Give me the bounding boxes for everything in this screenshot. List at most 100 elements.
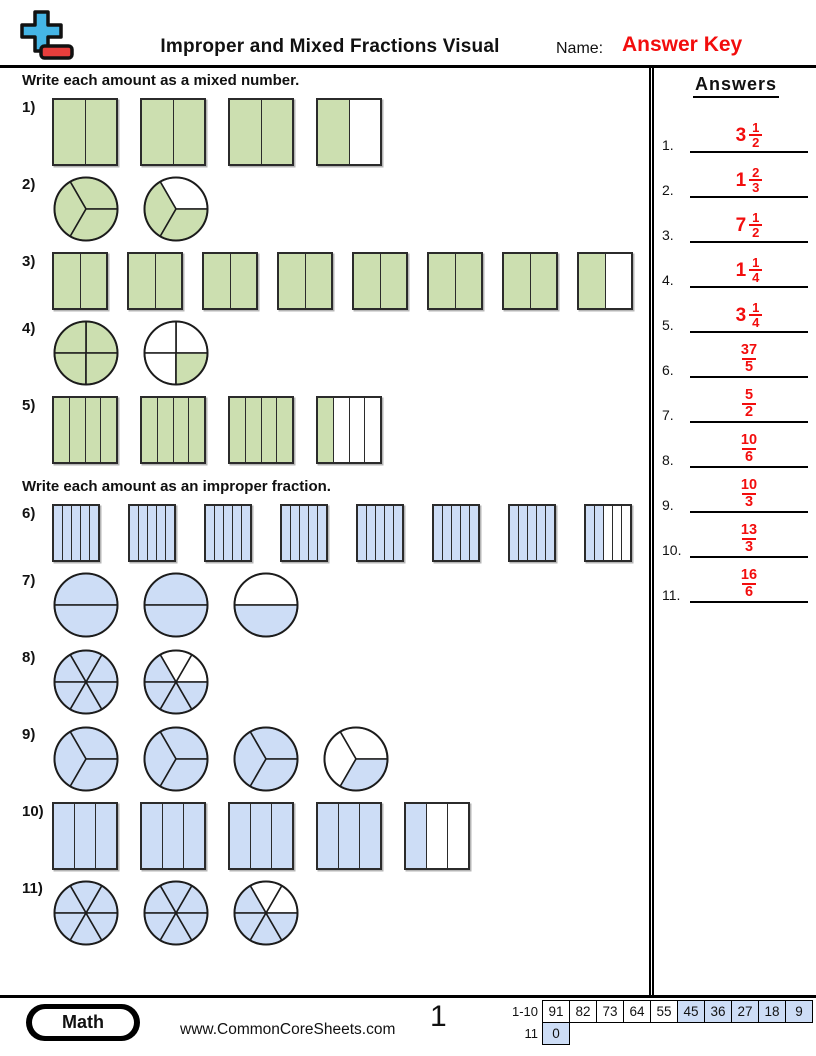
fraction-circle bbox=[53, 572, 119, 638]
fraction-square bbox=[52, 98, 118, 166]
score-cell: 9 bbox=[785, 1000, 813, 1023]
fraction-square bbox=[432, 504, 480, 562]
fraction-square bbox=[584, 504, 632, 562]
fraction-square bbox=[204, 504, 252, 562]
fraction-part bbox=[277, 398, 292, 462]
fraction-numerator: 1 bbox=[752, 209, 760, 225]
answer-number: 7. bbox=[662, 407, 674, 423]
answer-number: 11. bbox=[662, 587, 681, 603]
answer-number: 2. bbox=[662, 182, 674, 198]
question-label: 1) bbox=[22, 99, 36, 116]
fraction-part bbox=[406, 804, 427, 868]
fraction-part bbox=[96, 804, 116, 868]
fraction-circle bbox=[143, 726, 209, 792]
fraction-part bbox=[519, 506, 528, 560]
question-label: 9) bbox=[22, 726, 36, 743]
answer-number: 3. bbox=[662, 227, 674, 243]
fraction-part bbox=[230, 398, 246, 462]
shapes-row bbox=[52, 802, 470, 870]
shapes-row bbox=[52, 396, 382, 464]
fraction-part bbox=[385, 506, 394, 560]
shapes-row bbox=[52, 725, 390, 793]
fraction-circle bbox=[143, 320, 209, 386]
fraction-part bbox=[206, 506, 215, 560]
question-row: 8) bbox=[22, 648, 643, 716]
fraction-square bbox=[127, 252, 183, 310]
fraction-part bbox=[510, 506, 519, 560]
question-row: 1) bbox=[22, 98, 643, 166]
fraction-square bbox=[228, 98, 294, 166]
fraction-denominator: 5 bbox=[741, 357, 757, 375]
score-cell: 18 bbox=[758, 1000, 786, 1023]
fraction-part bbox=[142, 398, 158, 462]
fraction-part bbox=[142, 100, 174, 164]
circle-outline bbox=[323, 726, 389, 792]
fraction-part bbox=[604, 506, 613, 560]
plus-minus-icon bbox=[20, 10, 74, 60]
fraction-part bbox=[85, 100, 116, 164]
circle-outline bbox=[143, 176, 209, 242]
name-label: Name: bbox=[556, 40, 604, 57]
fraction-square bbox=[316, 98, 382, 166]
fraction-circle bbox=[143, 572, 209, 638]
fraction-part bbox=[204, 254, 231, 308]
shapes-row bbox=[52, 504, 632, 562]
fraction-sector bbox=[233, 604, 299, 638]
fraction-part bbox=[394, 506, 402, 560]
shapes-row bbox=[52, 571, 300, 639]
circle-outline bbox=[233, 726, 299, 792]
score-cell: 82 bbox=[569, 1000, 597, 1023]
score-cell: 55 bbox=[650, 1000, 678, 1023]
fraction-part bbox=[157, 506, 166, 560]
circle-outline bbox=[233, 880, 299, 946]
page-number: 1 bbox=[430, 1000, 447, 1033]
fraction-part bbox=[429, 254, 456, 308]
fraction-part bbox=[360, 804, 380, 868]
fraction-circle bbox=[53, 176, 119, 242]
fraction-part bbox=[130, 506, 139, 560]
website-url: www.CommonCoreSheets.com bbox=[180, 1021, 396, 1038]
fraction-part bbox=[163, 804, 184, 868]
fraction-part bbox=[318, 804, 339, 868]
fraction-part bbox=[291, 506, 300, 560]
mixed-whole: 1 bbox=[735, 169, 747, 191]
question-row: 6) bbox=[22, 504, 643, 562]
fraction-square bbox=[140, 98, 206, 166]
question-label: 6) bbox=[22, 505, 36, 522]
fraction-part bbox=[455, 254, 481, 308]
fraction-part bbox=[173, 100, 204, 164]
circle-outline bbox=[53, 176, 119, 242]
fraction-denominator: 4 bbox=[749, 269, 763, 285]
fraction-part bbox=[448, 804, 468, 868]
fraction-part bbox=[75, 804, 96, 868]
fraction-denominator: 6 bbox=[741, 582, 757, 600]
fraction-numerator: 16 bbox=[740, 566, 758, 583]
fraction-numerator: 1 bbox=[752, 119, 760, 135]
fraction-part bbox=[54, 100, 86, 164]
question-row: 11) bbox=[22, 879, 643, 947]
fraction-part bbox=[350, 398, 366, 462]
circle-outline bbox=[143, 880, 209, 946]
fraction-part bbox=[622, 506, 630, 560]
fraction-circle bbox=[53, 726, 119, 792]
score-cell: 0 bbox=[542, 1022, 570, 1045]
fraction-part bbox=[230, 254, 256, 308]
mixed-whole: 7 bbox=[735, 214, 747, 236]
fraction-part bbox=[129, 254, 156, 308]
